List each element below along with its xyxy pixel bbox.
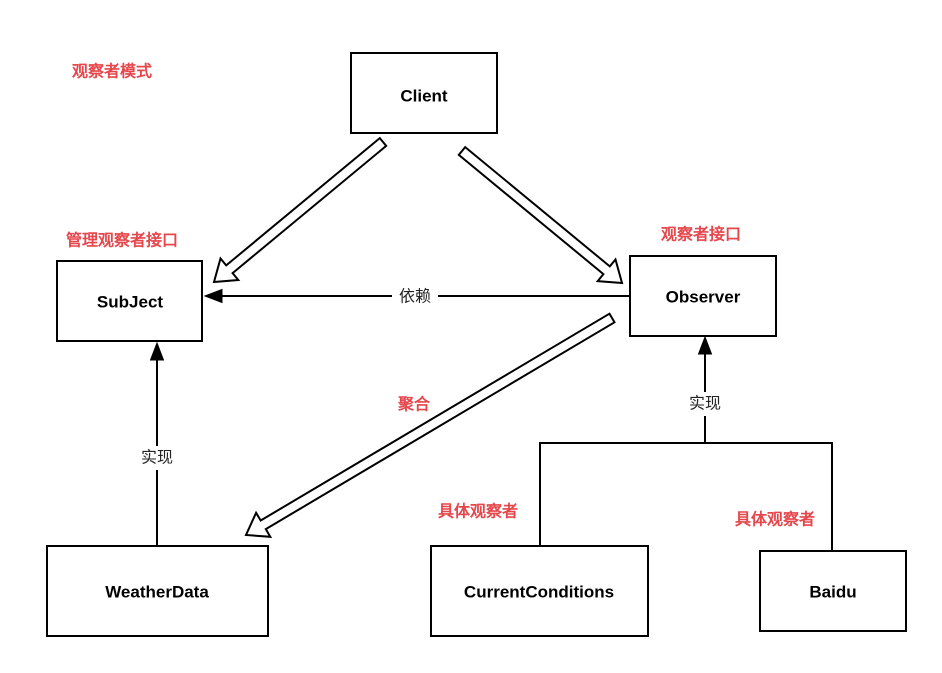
- baidu-note: 具体观察者: [735, 510, 815, 529]
- weatherdata-box: [46, 545, 269, 637]
- subject-realization-arrowhead: [149, 341, 165, 361]
- dependency-arrowhead: [203, 288, 223, 304]
- client-label: Client: [400, 87, 448, 106]
- current-conditions-label: CurrentConditions: [464, 583, 614, 602]
- baidu-label: Baidu: [809, 583, 856, 602]
- aggregation-label: 聚合: [397, 395, 431, 414]
- current-conditions-box: [430, 545, 649, 637]
- weatherdata-node: WeatherData: [46, 545, 269, 637]
- baidu-node: Baidu: [759, 550, 907, 632]
- observer-to-weatherdata-arrow: [244, 312, 616, 538]
- subject-note: 管理观察者接口: [66, 231, 178, 250]
- client-box: [350, 52, 498, 134]
- observer-realization-arrowhead: [697, 335, 713, 355]
- dependency-label: 依赖: [399, 288, 431, 306]
- baidu-box: [759, 550, 907, 632]
- subject-node: SubJect: [56, 260, 203, 342]
- subject-realization-label-bg: [137, 446, 177, 470]
- current-conditions-note: 具体观察者: [438, 502, 518, 521]
- client-to-observer-arrow: [457, 145, 624, 285]
- diagram-title: 观察者模式: [72, 62, 152, 81]
- concrete-observers-connector: [539, 442, 833, 551]
- dependency-label-bg: [392, 285, 438, 309]
- observer-note: 观察者接口: [661, 225, 741, 244]
- weatherdata-label: WeatherData: [105, 583, 209, 602]
- observer-realization-label: 实现: [689, 395, 721, 413]
- client-to-subject-arrow: [212, 136, 388, 284]
- observer-label: Observer: [666, 288, 741, 307]
- observer-box: [629, 255, 777, 337]
- client-node: Client: [350, 52, 498, 134]
- current-conditions-node: CurrentConditions: [430, 545, 649, 637]
- observer-realization-label-bg: [684, 392, 726, 416]
- subject-realization-label: 实现: [141, 449, 173, 467]
- subject-box: [56, 260, 203, 342]
- subject-label: SubJect: [97, 293, 163, 312]
- observer-node: Observer: [629, 255, 777, 337]
